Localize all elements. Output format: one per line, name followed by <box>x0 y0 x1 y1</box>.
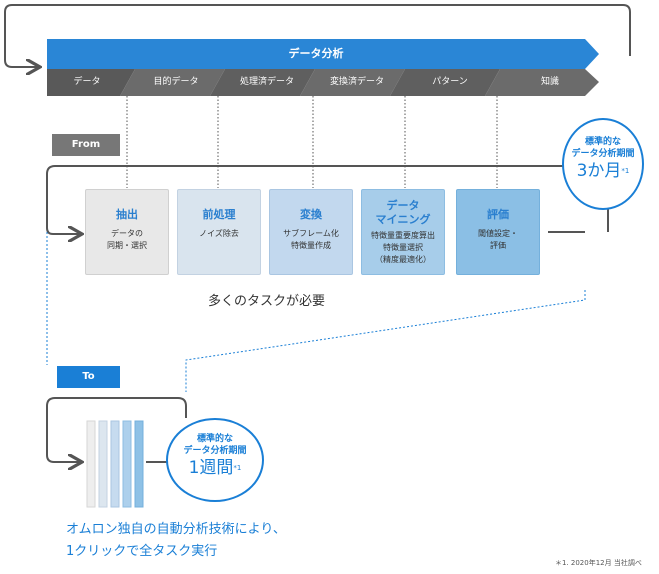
circle-duration: 3か月 <box>576 161 622 181</box>
task-title: データ マイニング <box>375 199 431 226</box>
task-subtitle: 閾値設定・ 評価 <box>478 229 518 250</box>
stage-label: パターン <box>432 77 468 87</box>
stage-band <box>47 69 599 96</box>
zoom-lines <box>46 232 586 392</box>
task-subtitle: サブフレーム化 特徴量作成 <box>283 229 339 250</box>
data-analysis-title: データ分析 <box>288 47 344 60</box>
circle-line1: 標準的な <box>196 434 233 444</box>
task-transform: 変換 サブフレーム化 特徴量作成 <box>269 189 353 275</box>
stage-label: 変換済データ <box>329 77 384 87</box>
tagline-line2: 1クリックで全タスク実行 <box>66 544 218 559</box>
data-analysis-bar <box>47 39 585 69</box>
task-data-mining: データ マイニング 特徴量重要度算出 特徴量選択 （精度最適化） <box>361 189 445 275</box>
footnote: ＊1. 2020年12月 当社調べ <box>555 559 642 567</box>
task-subtitle: データの 同期・選択 <box>107 229 147 250</box>
stacked-task-cards <box>86 420 144 508</box>
data-analysis-arrowhead <box>585 39 599 69</box>
circle-line1: 標準的な <box>584 137 621 147</box>
circle-footnote-mark: *1 <box>233 464 242 472</box>
circle-footnote-mark: *1 <box>621 167 630 175</box>
from-tag: From <box>52 134 120 156</box>
circle-line2: データ分析期間 <box>571 149 635 159</box>
task-title: 変換 <box>300 208 322 221</box>
from-duration-circle: 標準的な データ分析期間 3か月*1 <box>562 118 644 210</box>
stage-label: 知識 <box>540 77 559 87</box>
dotted-drops <box>126 96 498 188</box>
from-loop-arrow <box>46 165 609 234</box>
to-tag: To <box>57 366 120 388</box>
tagline: オムロン独自の自動分析技術により、 1クリックで全タスク実行 <box>66 519 286 563</box>
task-subtitle: 特徴量重要度算出 特徴量選択 （精度最適化） <box>371 231 435 264</box>
task-evaluate: 評価 閾値設定・ 評価 <box>456 189 540 275</box>
to-duration-circle: 標準的な データ分析期間 1週間*1 <box>166 418 264 502</box>
outer-loop-arrow <box>4 4 631 67</box>
tagline-line1: オムロン独自の自動分析技術により、 <box>66 522 286 537</box>
circle-line2: データ分析期間 <box>183 446 247 456</box>
task-title: 評価 <box>487 208 509 221</box>
task-title: 抽出 <box>116 208 138 221</box>
stage-label: 目的データ <box>153 77 199 87</box>
task-preprocess: 前処理 ノイズ除去 <box>177 189 261 275</box>
task-subtitle: ノイズ除去 <box>199 229 239 238</box>
task-title: 前処理 <box>202 208 236 221</box>
stage-label: データ <box>73 77 101 87</box>
circle-duration: 1週間 <box>188 458 234 478</box>
many-tasks-note: 多くのタスクが必要 <box>208 294 326 309</box>
stage-label: 処理済データ <box>239 77 294 87</box>
task-extract: 抽出 データの 同期・選択 <box>85 189 169 275</box>
to-loop-arrow <box>46 397 187 462</box>
